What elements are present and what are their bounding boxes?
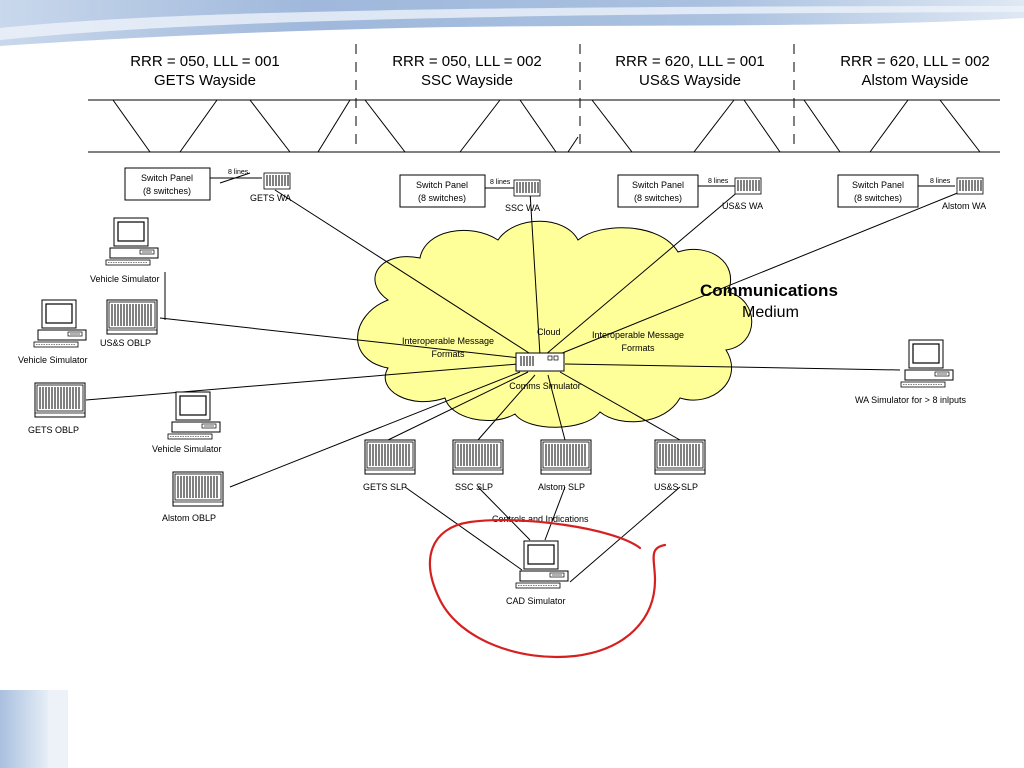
switch-panel-gets: Switch Panel (8 switches) 8 lines GETS W… [124, 167, 291, 203]
section-title-uss: RRR = 620, LLL = 001 US&S Wayside [580, 52, 800, 90]
left-format-label: Interoperable Message [402, 336, 494, 346]
switch-panel-sublabel: (8 switches) [418, 193, 466, 203]
right-format-sublabel: Formats [621, 343, 655, 353]
switch-panel-label: Switch Panel [632, 180, 684, 190]
lines-label: 8 lines [228, 169, 249, 176]
comms-simulator-label: Comms Simulator [509, 381, 581, 391]
communications-cloud [357, 220, 753, 428]
switch-panel-label: Switch Panel [416, 180, 468, 190]
wa-simulator-label: WA Simulator for > 8 inlputs [855, 395, 966, 405]
left-side-bar-light [48, 690, 68, 768]
uss-oblp-label: US&S OBLP [100, 338, 151, 348]
gets-oblp-label: GETS OBLP [28, 425, 79, 435]
section-name: SSC Wayside [421, 72, 513, 89]
cloud-label: Cloud [537, 327, 561, 337]
ssc-slp-label: SSC SLP [455, 482, 493, 492]
section-dividers [355, 44, 795, 152]
comms-simulator: Comms Simulator [509, 352, 581, 391]
section-name: Alstom Wayside [861, 72, 969, 89]
gets-slp-label: GETS SLP [363, 482, 407, 492]
alstom-slp-rack: Alstom SLP [538, 439, 592, 492]
left-format-sublabel: Formats [431, 349, 465, 359]
gets-slp-rack: GETS SLP [363, 439, 416, 492]
vehicle-simulator-label: Vehicle Simulator [18, 355, 88, 365]
section-title-alstom: RRR = 620, LLL = 002 Alstom Wayside [805, 52, 1024, 90]
uss-slp-rack: US&S SLP [654, 439, 706, 492]
vehicle-simulator-label: Vehicle Simulator [90, 274, 160, 284]
switch-panel-ssc: Switch Panel (8 switches) 8 lines SSC WA [399, 174, 541, 213]
alstom-oblp-rack: Alstom OBLP [162, 471, 224, 523]
lines-label: 8 lines [708, 178, 729, 185]
lines-label: 8 lines [930, 178, 951, 185]
gets-oblp-rack: GETS OBLP [28, 382, 86, 435]
red-annotation-circle [428, 519, 667, 658]
uss-slp-label: US&S SLP [654, 482, 698, 492]
vehicle-simulator-label: Vehicle Simulator [152, 444, 222, 454]
section-name: US&S Wayside [639, 72, 741, 89]
cloud-title: Communications [700, 281, 838, 300]
switch-panel-sublabel: (8 switches) [143, 186, 191, 196]
alstom-oblp-label: Alstom OBLP [162, 513, 216, 523]
vehicle-simulator-3: Vehicle Simulator [152, 391, 222, 454]
cloud-subtitle: Medium [742, 304, 799, 321]
section-title-ssc: RRR = 050, LLL = 002 SSC Wayside [357, 52, 577, 90]
wa-label: GETS WA [250, 193, 291, 203]
vehicle-simulator-2: Vehicle Simulator [18, 299, 88, 365]
wa-label: Alstom WA [942, 201, 986, 211]
track-truss [88, 99, 1000, 153]
switch-panel-sublabel: (8 switches) [854, 193, 902, 203]
section-code: RRR = 050, LLL = 001 [130, 53, 280, 70]
cad-simulator-label: CAD Simulator [506, 596, 566, 606]
left-side-bar [0, 690, 48, 768]
switch-panel-label: Switch Panel [852, 180, 904, 190]
section-code: RRR = 620, LLL = 001 [615, 53, 765, 70]
wa-simulator: WA Simulator for > 8 inlputs [855, 339, 966, 405]
wa-label: US&S WA [722, 201, 763, 211]
lines-label: 8 lines [490, 179, 511, 186]
switch-panel-uss: Switch Panel (8 switches) 8 lines US&S W… [617, 174, 763, 211]
right-format-label: Interoperable Message [592, 330, 684, 340]
switch-panel-alstom: Switch Panel (8 switches) 8 lines Alstom… [837, 174, 986, 211]
uss-oblp-rack: US&S OBLP [100, 299, 158, 348]
top-banner-swoosh [0, 6, 1024, 40]
switch-panel-sublabel: (8 switches) [634, 193, 682, 203]
alstom-slp-label: Alstom SLP [538, 482, 585, 492]
section-code: RRR = 620, LLL = 002 [840, 53, 990, 70]
wa-label: SSC WA [505, 203, 540, 213]
section-code: RRR = 050, LLL = 002 [392, 53, 542, 70]
ssc-slp-rack: SSC SLP [452, 439, 504, 492]
controls-indications-label: Controls and Indications [492, 514, 589, 524]
section-name: GETS Wayside [154, 72, 256, 89]
network-links [85, 172, 961, 583]
switch-panel-label: Switch Panel [141, 173, 193, 183]
cad-simulator: CAD Simulator [506, 540, 569, 606]
vehicle-simulator-1: Vehicle Simulator [90, 217, 160, 284]
section-title-gets: RRR = 050, LLL = 001 GETS Wayside [95, 52, 315, 90]
